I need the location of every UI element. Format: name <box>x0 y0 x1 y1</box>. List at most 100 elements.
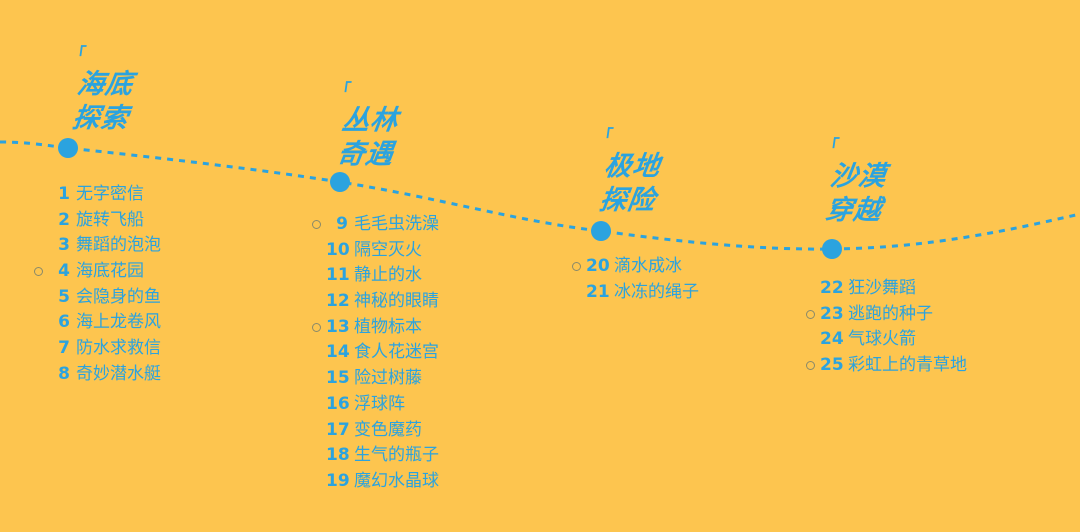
item-label: 滴水成冰 <box>614 256 682 276</box>
item-number: 25 <box>820 355 844 376</box>
item-number: 5 <box>58 286 70 307</box>
item-number: 11 <box>326 265 350 286</box>
title-line: 沙漠 <box>828 161 889 192</box>
section-title: 「沙漠穿越 <box>821 136 889 228</box>
item-label: 神秘的眼睛 <box>354 291 439 312</box>
list-item: 4 海底花园 <box>34 259 161 285</box>
item-number: 21 <box>586 281 610 302</box>
timeline-node <box>591 221 611 241</box>
list-item: 8 奇妙潜水艇 <box>48 362 161 388</box>
item-label: 会隐身的鱼 <box>76 286 161 307</box>
item-label: 舞蹈的泡泡 <box>76 235 161 256</box>
circle-marker-icon <box>312 220 321 229</box>
item-label: 逃跑的种子 <box>848 303 933 324</box>
list-item: 2 旋转飞船 <box>48 208 161 234</box>
bracket-mark: 「 <box>595 126 616 145</box>
item-label: 毛毛虫洗澡 <box>354 214 439 234</box>
item-label: 奇妙潜水艇 <box>76 363 161 384</box>
item-label: 变色魔药 <box>354 419 422 440</box>
item-label: 浮球阵 <box>354 393 405 414</box>
section-title: 「丛林奇遇 <box>333 80 401 172</box>
item-label: 狂沙舞蹈 <box>848 278 916 298</box>
title-line: 奇遇 <box>335 139 396 170</box>
item-number: 10 <box>326 239 350 260</box>
item-label: 静止的水 <box>354 265 422 286</box>
section-title: 「海底探索 <box>68 44 136 136</box>
timeline-node <box>822 239 842 259</box>
item-label: 植物标本 <box>354 316 422 337</box>
bracket-mark: 「 <box>821 136 842 155</box>
circle-marker-icon <box>806 361 815 371</box>
item-label: 旋转飞船 <box>76 209 144 230</box>
item-number: 19 <box>326 470 350 491</box>
item-label: 冰冻的绳子 <box>614 281 699 302</box>
item-label: 险过树藤 <box>354 368 422 389</box>
timeline-node <box>330 172 350 192</box>
title-line: 探索 <box>70 103 131 134</box>
item-label: 生气的瓶子 <box>354 445 439 466</box>
title-line: 丛林 <box>340 105 401 136</box>
title-line: 探险 <box>597 185 658 216</box>
item-number: 14 <box>326 342 350 363</box>
item-number: 6 <box>58 312 70 333</box>
circle-marker-icon <box>806 309 815 319</box>
item-number: 8 <box>58 363 70 384</box>
item-number: 20 <box>586 256 610 276</box>
item-label: 无字密信 <box>76 184 144 204</box>
item-number: 15 <box>326 368 350 389</box>
item-label: 防水求救信 <box>76 338 161 359</box>
circle-marker-icon <box>572 262 581 271</box>
list-item: 9 毛毛虫洗澡 <box>312 212 439 238</box>
title-line: 海底 <box>75 69 136 100</box>
item-number: 2 <box>58 209 70 230</box>
item-number: 23 <box>820 303 844 324</box>
item-number: 13 <box>326 316 350 337</box>
item-number: 18 <box>326 445 350 466</box>
item-label: 海底花园 <box>76 261 144 282</box>
item-label: 海上龙卷风 <box>76 312 161 333</box>
item-label: 气球火箭 <box>848 329 916 350</box>
bracket-mark: 「 <box>333 80 354 99</box>
item-label: 食人花迷宫 <box>354 342 439 363</box>
item-number: 9 <box>336 214 348 234</box>
list-item: 3 舞蹈的泡泡 <box>48 233 161 259</box>
item-number: 16 <box>326 393 350 414</box>
list-item: 5 会隐身的鱼 <box>48 285 161 311</box>
item-label: 魔幻水晶球 <box>354 470 439 491</box>
title-line: 穿越 <box>823 195 884 226</box>
timeline-node <box>58 138 78 158</box>
bracket-mark: 「 <box>68 44 89 63</box>
item-label: 彩虹上的青草地 <box>848 355 967 376</box>
title-line: 极地 <box>602 151 663 182</box>
item-number: 24 <box>820 329 844 350</box>
item-number: 4 <box>58 261 70 282</box>
list-item: 6 海上龙卷风 <box>48 310 161 336</box>
item-number: 3 <box>58 235 70 256</box>
item-number: 17 <box>326 419 350 440</box>
section-title: 「极地探险 <box>595 126 663 218</box>
item-label: 隔空灭火 <box>354 239 422 260</box>
